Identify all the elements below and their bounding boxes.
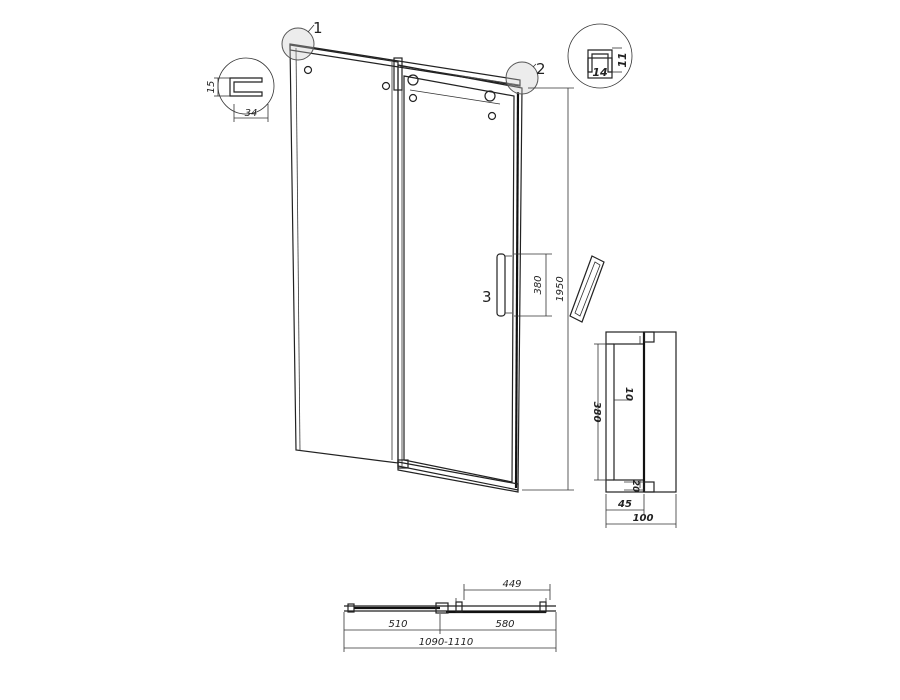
callout-leader-2 xyxy=(532,63,537,68)
dim-total-height-label: 1950 xyxy=(555,276,566,301)
mount-cap-top xyxy=(643,331,655,343)
plan-opening-label: 449 xyxy=(502,579,521,590)
plan-fixed-width-label: 510 xyxy=(388,619,407,630)
mount-hole-2 xyxy=(381,81,391,91)
profile-left-height-label: 15 xyxy=(206,81,217,94)
mount-hole-1 xyxy=(303,65,313,75)
plan-handle-left xyxy=(455,601,463,613)
top-rail xyxy=(289,43,521,87)
sliding-door-inner xyxy=(403,75,515,483)
handle-length-label: 380 xyxy=(591,402,602,423)
fixed-glass-panel xyxy=(289,44,399,464)
profile-right-box xyxy=(587,57,613,79)
profile-right-circle xyxy=(567,23,633,89)
profile-detail-right: 11 14 xyxy=(567,23,633,89)
profile-left-circle xyxy=(217,57,275,115)
profile-left-shape xyxy=(229,77,263,97)
profile-right-width-label: 14 xyxy=(592,66,607,79)
plan-sliding-width-label: 580 xyxy=(495,619,514,630)
overall-depth-label: 100 xyxy=(633,513,654,524)
handle-outer xyxy=(605,331,677,493)
handle-bar xyxy=(613,343,645,481)
sliding-door-panel xyxy=(397,64,523,491)
callout-label-2: 2 xyxy=(536,60,546,78)
dim-total-height: 1950 xyxy=(522,87,574,491)
plan-view: 449 510 580 1090-1110 xyxy=(343,579,557,652)
bottom-stopper xyxy=(397,459,409,469)
callout-circle-1 xyxy=(281,27,315,61)
callout-circle-2 xyxy=(505,61,539,95)
dim-handle-spacing: 380 xyxy=(514,253,552,317)
callout-label-1: 1 xyxy=(313,19,323,37)
profile-detail-left: 15 34 xyxy=(206,57,275,122)
fixed-panel-edge xyxy=(295,47,301,452)
profile-right-shape xyxy=(587,49,613,73)
roller-top-right xyxy=(484,90,496,102)
mount-depth-label: 20 xyxy=(630,480,640,493)
bar-diameter-label: 10 xyxy=(623,387,634,401)
roller-top-left xyxy=(407,74,419,86)
dim-handle-spacing-label: 380 xyxy=(533,275,544,294)
profile-left-width-label: 34 xyxy=(245,108,258,119)
handle-perspective xyxy=(569,255,605,323)
door-handle xyxy=(496,253,506,317)
plan-total-width-label: 1090-1110 xyxy=(419,637,474,648)
roller-bottom-right xyxy=(487,111,497,121)
bottom-guide xyxy=(397,461,519,493)
profile-right-height-label: 11 xyxy=(616,52,629,67)
callout-label-3: 3 xyxy=(482,288,492,306)
offset-label: 45 xyxy=(617,499,632,510)
mount-cap-bottom xyxy=(643,481,655,493)
roller-bar xyxy=(409,89,501,105)
plan-wall-clamp-left xyxy=(347,603,355,613)
callout-leader-1 xyxy=(307,24,315,33)
plan-center-clamp xyxy=(435,602,449,614)
handle-detail: 380 10 20 45 100 xyxy=(591,331,677,528)
fixed-clamp xyxy=(393,57,403,91)
door-elevation xyxy=(289,43,523,493)
handle-perspective-inner xyxy=(574,261,601,317)
roller-bottom-left xyxy=(408,93,418,103)
sliding-door-edge xyxy=(514,91,520,489)
handle-perspective-body xyxy=(569,255,605,323)
plan-handle-right xyxy=(539,601,547,613)
